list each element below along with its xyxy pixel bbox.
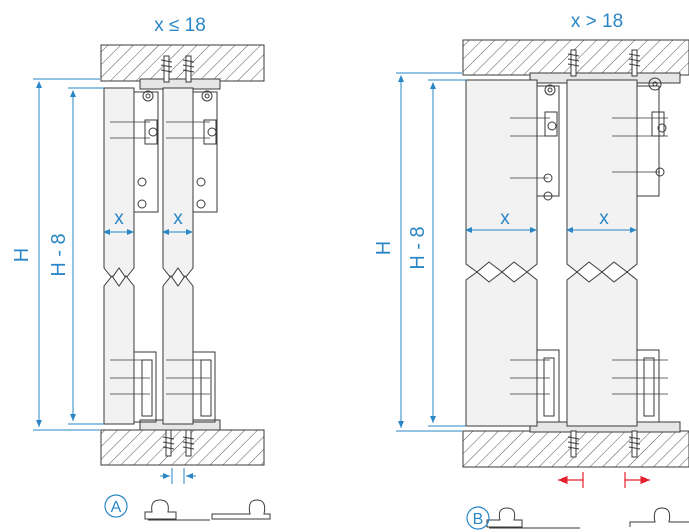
dimension-h8-left: H - 8	[48, 233, 70, 276]
dimension-h-right: H	[373, 241, 395, 255]
variant-a-label: A	[111, 499, 122, 516]
door-panel-b2	[566, 79, 638, 427]
variant-a-marker: A	[104, 494, 128, 518]
top-hangers-b	[536, 77, 667, 201]
rail-profile-b	[486, 507, 689, 529]
dimension-x-b2: x	[599, 208, 609, 229]
dimension-x-b1: x	[500, 208, 510, 229]
variant-b-marker: B	[466, 506, 490, 530]
bottom-guides-a	[133, 351, 216, 423]
variant-a-drawing	[33, 44, 271, 521]
door-panel-b1	[465, 79, 538, 427]
top-hangers-a	[133, 90, 218, 213]
condition-label-right: x > 18	[571, 11, 623, 32]
dimension-h-left: H	[11, 248, 33, 262]
variant-b-drawing	[396, 39, 689, 529]
dimension-h8-right: H - 8	[407, 226, 429, 269]
variant-b-label: B	[473, 511, 484, 528]
red-offset-arrows	[558, 472, 650, 488]
rail-profile-a	[144, 499, 271, 521]
ceiling-section-a	[100, 44, 265, 82]
dimension-x-a1: x	[114, 208, 124, 229]
floor-section-a	[100, 429, 265, 466]
condition-label-left: x ≤ 18	[154, 15, 206, 36]
dimension-x-a2: x	[173, 208, 183, 229]
bottom-guides-b	[536, 349, 660, 423]
